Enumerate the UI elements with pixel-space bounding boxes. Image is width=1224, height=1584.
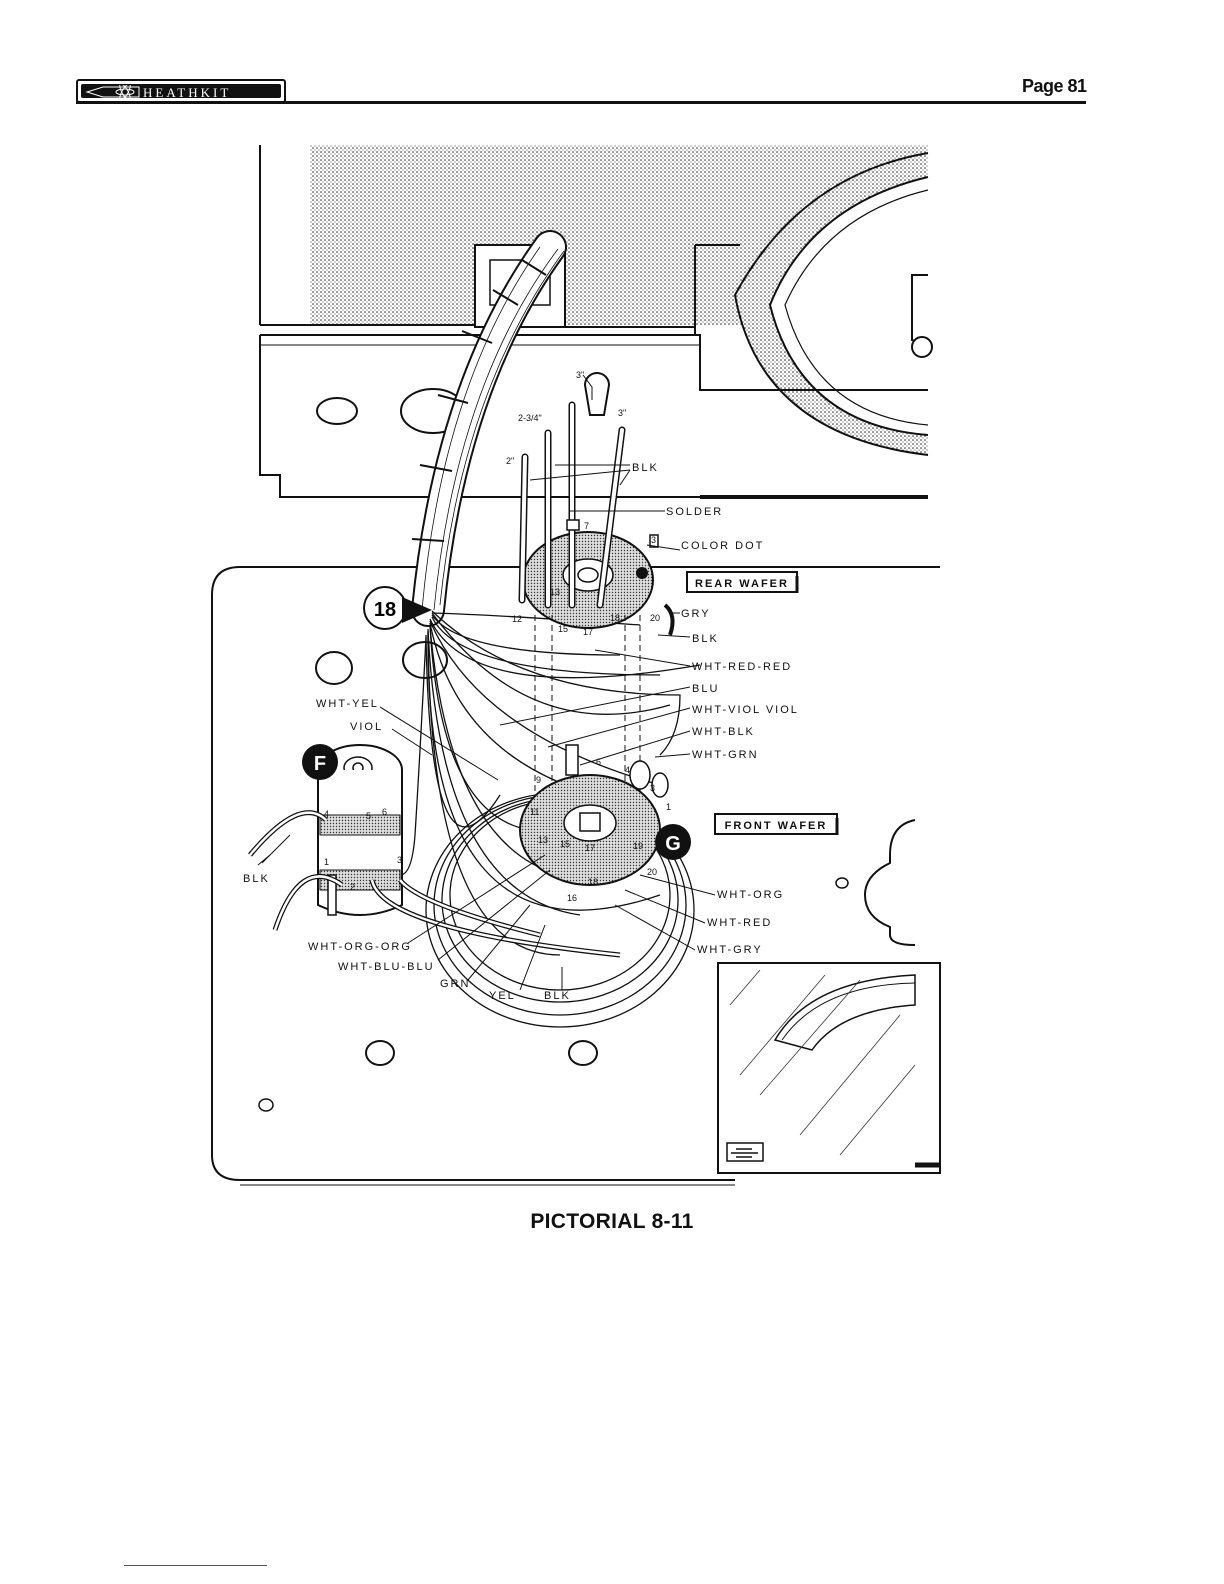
header-rule [76, 101, 1086, 104]
meter-logo-icon [727, 1143, 763, 1161]
f-pin-2: 2 [350, 882, 355, 892]
heathkit-logo: HEATHKIT [76, 79, 286, 103]
label-blu: BLU [692, 683, 719, 695]
label-wht-red-red: WHT-RED-RED [692, 661, 792, 673]
front-wafer-label: FRONT WAFER [725, 820, 828, 832]
label-wht-org: WHT-ORG [717, 889, 784, 901]
label-wht-red: WHT-RED [707, 917, 772, 929]
label-blk-left: BLK [243, 873, 270, 885]
front-pin-1: 1 [666, 802, 671, 812]
front-pin-4: 4 [625, 765, 630, 775]
front-pin-6: 6 [596, 757, 601, 767]
rear-pin-3: 3 [651, 535, 656, 545]
footer-line [124, 1565, 267, 1566]
length-label-2: 2-3/4" [518, 413, 542, 423]
front-wafer-box: FRONT WAFER [715, 814, 837, 835]
switch-f-callout: F [302, 744, 338, 780]
rear-pin-20: 20 [650, 613, 660, 623]
front-pin-9: 9 [536, 775, 541, 785]
wiring-pictorial: 18 F G REAR WAFER FRONT WAFER 3" 2-3/4" … [200, 135, 960, 1195]
switch-g-callout: G [655, 824, 691, 860]
length-label-3: 3" [618, 408, 626, 418]
cable-harness [400, 247, 700, 1027]
figure-caption: PICTORIAL 8-11 [0, 1210, 1224, 1234]
label-wht-blu-blu: WHT-BLU-BLU [338, 961, 435, 973]
label-blk-top: BLK [632, 462, 659, 474]
length-label-1: 3" [576, 370, 584, 380]
f-pin-5: 5 [366, 811, 371, 821]
label-viol: VIOL [350, 721, 383, 733]
rear-pin-13: 13 [550, 587, 560, 597]
logo-background: HEATHKIT [81, 84, 281, 98]
label-wht-grn: WHT-GRN [692, 749, 759, 761]
rear-pin-15: 15 [558, 624, 568, 634]
page-number: Page 81 [1022, 76, 1087, 97]
label-wht-gry: WHT-GRY [697, 944, 763, 956]
f-pin-4: 4 [324, 809, 329, 819]
label-wht-yel: WHT-YEL [316, 698, 379, 710]
rear-wafer-label: REAR WAFER [695, 578, 789, 590]
length-label-4: 2" [506, 456, 514, 466]
rear-pin-12: 12 [512, 614, 522, 624]
label-wht-org-org: WHT-ORG-ORG [308, 941, 412, 953]
rear-pin-17: 17 [583, 627, 593, 637]
front-pin-3: 3 [650, 783, 655, 793]
label-blk-mid: BLK [692, 633, 719, 645]
f-pin-6: 6 [382, 807, 387, 817]
step-number: 18 [374, 599, 396, 621]
label-grn: GRN [440, 978, 470, 990]
front-pin-18: 18 [588, 877, 598, 887]
front-pin-13: 13 [538, 835, 548, 845]
label-yel: YEL [489, 990, 516, 1002]
label-wht-blk: WHT-BLK [692, 726, 755, 738]
label-solder: SOLDER [666, 506, 723, 518]
label-blk-bottom: BLK [544, 990, 571, 1002]
front-pin-20: 20 [647, 867, 657, 877]
front-pin-17: 17 [585, 843, 595, 853]
front-pin-16: 16 [567, 893, 577, 903]
front-pin-11: 11 [530, 807, 539, 817]
switch-g-letter: G [665, 833, 681, 855]
front-pin-15: 15 [560, 839, 570, 849]
rear-pin-18: 18 [610, 613, 620, 623]
f-pin-1: 1 [324, 857, 329, 867]
label-gry: GRY [681, 608, 711, 620]
rear-wafer-box: REAR WAFER [687, 572, 797, 593]
front-pin-19: 19 [633, 841, 643, 851]
atom-logo-icon [85, 85, 141, 99]
label-wht-viol-viol: WHT-VIOL VIOL [692, 704, 799, 716]
front-wafer [520, 745, 668, 885]
rear-pin-7: 7 [584, 521, 589, 531]
f-pin-3: 3 [397, 855, 402, 865]
label-color-dot: COLOR DOT [681, 540, 764, 552]
brand-name: HEATHKIT [143, 85, 231, 101]
switch-f-letter: F [314, 753, 326, 775]
